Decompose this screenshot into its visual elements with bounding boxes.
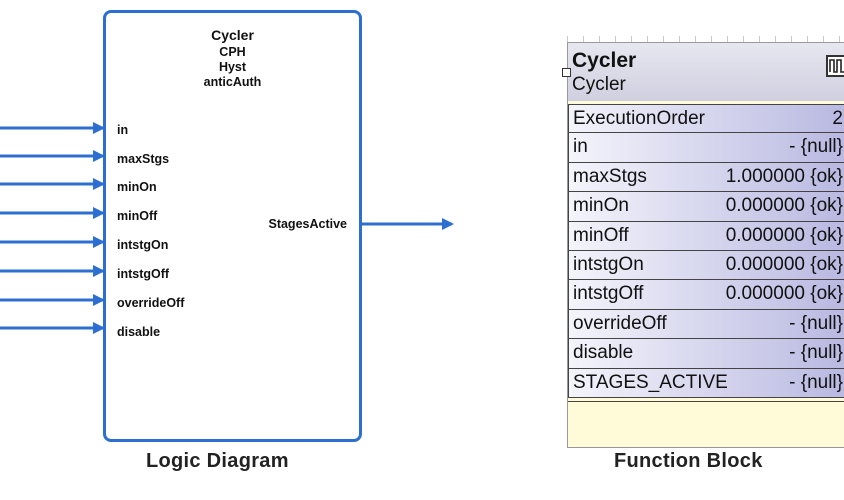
fb-slot-name: in (573, 136, 588, 158)
fb-slot-name: maxStgs (573, 165, 647, 187)
fb-slot-value: 0.000000 {ok} (725, 195, 843, 217)
fb-header: Cycler Cycler (568, 43, 844, 101)
input-label-minon: minOn (117, 180, 157, 194)
block-param-hyst: Hyst (218, 60, 247, 74)
fb-slot-name: minOn (573, 195, 629, 217)
input-label-overrideoff: overrideOff (117, 296, 185, 310)
fb-slot-row[interactable]: minOn 0.000000 {ok} (568, 192, 844, 222)
fb-slot-value: 2 (832, 108, 843, 129)
input-label-intstgoff: intstgOff (117, 267, 170, 281)
fb-slot-row[interactable]: maxStgs 1.000000 {ok} (568, 162, 844, 193)
fb-slot-row[interactable]: minOff 0.000000 {ok} (568, 221, 844, 251)
fb-slot-value: 1.000000 {ok} (725, 165, 843, 187)
input-label-disable: disable (117, 325, 161, 339)
fb-slot-row[interactable]: overrideOff - {null} (568, 309, 844, 340)
fb-slot-row[interactable]: disable - {null} (568, 339, 844, 369)
input-label-minoff: minOff (117, 209, 158, 223)
function-block[interactable]: Cycler Cycler ExecutionOrder 2 in - {null} m… (567, 42, 844, 448)
logic-diagram-caption: Logic Diagram (146, 450, 289, 472)
fb-slot-name: intstgOff (573, 283, 644, 305)
fb-slot-name: ExecutionOrder (573, 108, 706, 129)
fb-slot-list: ExecutionOrder 2 in - {null} maxStgs 1.000000… (568, 104, 844, 398)
input-label-maxstgs: maxStgs (117, 152, 170, 166)
fb-footer (568, 401, 844, 446)
logic-block: Cycler CPH Hyst anticAuth in maxStgs min… (103, 10, 362, 442)
fb-slot-value: 0.000000 {ok} (725, 253, 843, 275)
fb-grid-ticks (567, 36, 844, 44)
fb-link-handle[interactable] (562, 68, 571, 77)
block-param-cph: CPH (219, 45, 246, 59)
fb-slot-name: intstgOn (573, 253, 644, 275)
fb-slot-value: 0.000000 {ok} (725, 283, 843, 305)
fb-slot-name: disable (573, 342, 634, 364)
output-label-stagesactive: StagesActive (268, 217, 347, 231)
fb-slot-name: overrideOff (573, 312, 667, 334)
fb-title: Cycler (572, 49, 637, 72)
fb-slot-value: - {null} (789, 312, 843, 334)
block-param-anticauth: anticAuth (203, 75, 262, 89)
function-block-caption: Function Block (614, 450, 763, 472)
pulse-wave-icon (826, 55, 844, 77)
fb-slot-row[interactable]: intstgOff 0.000000 {ok} (568, 280, 844, 310)
input-label-in: in (117, 123, 129, 137)
fb-slot-value: - {null} (789, 371, 843, 393)
fb-slot-value: - {null} (789, 342, 843, 364)
fb-slot-value: - {null} (789, 136, 843, 158)
fb-slot-row[interactable]: in - {null} (568, 133, 844, 163)
block-title: Cycler (211, 27, 254, 43)
fb-slot-row[interactable]: intstgOn 0.000000 {ok} (568, 250, 844, 281)
fb-slot-row[interactable]: ExecutionOrder 2 (568, 104, 844, 134)
fb-slot-row[interactable]: STAGES_ACTIVE - {null} (568, 368, 844, 398)
fb-slot-value: 0.000000 {ok} (725, 224, 843, 246)
fb-slot-name: STAGES_ACTIVE (573, 371, 728, 393)
fb-slot-name: minOff (573, 224, 629, 246)
fb-subtitle: Cycler (572, 74, 626, 95)
input-label-intstgon: intstgOn (117, 238, 169, 252)
